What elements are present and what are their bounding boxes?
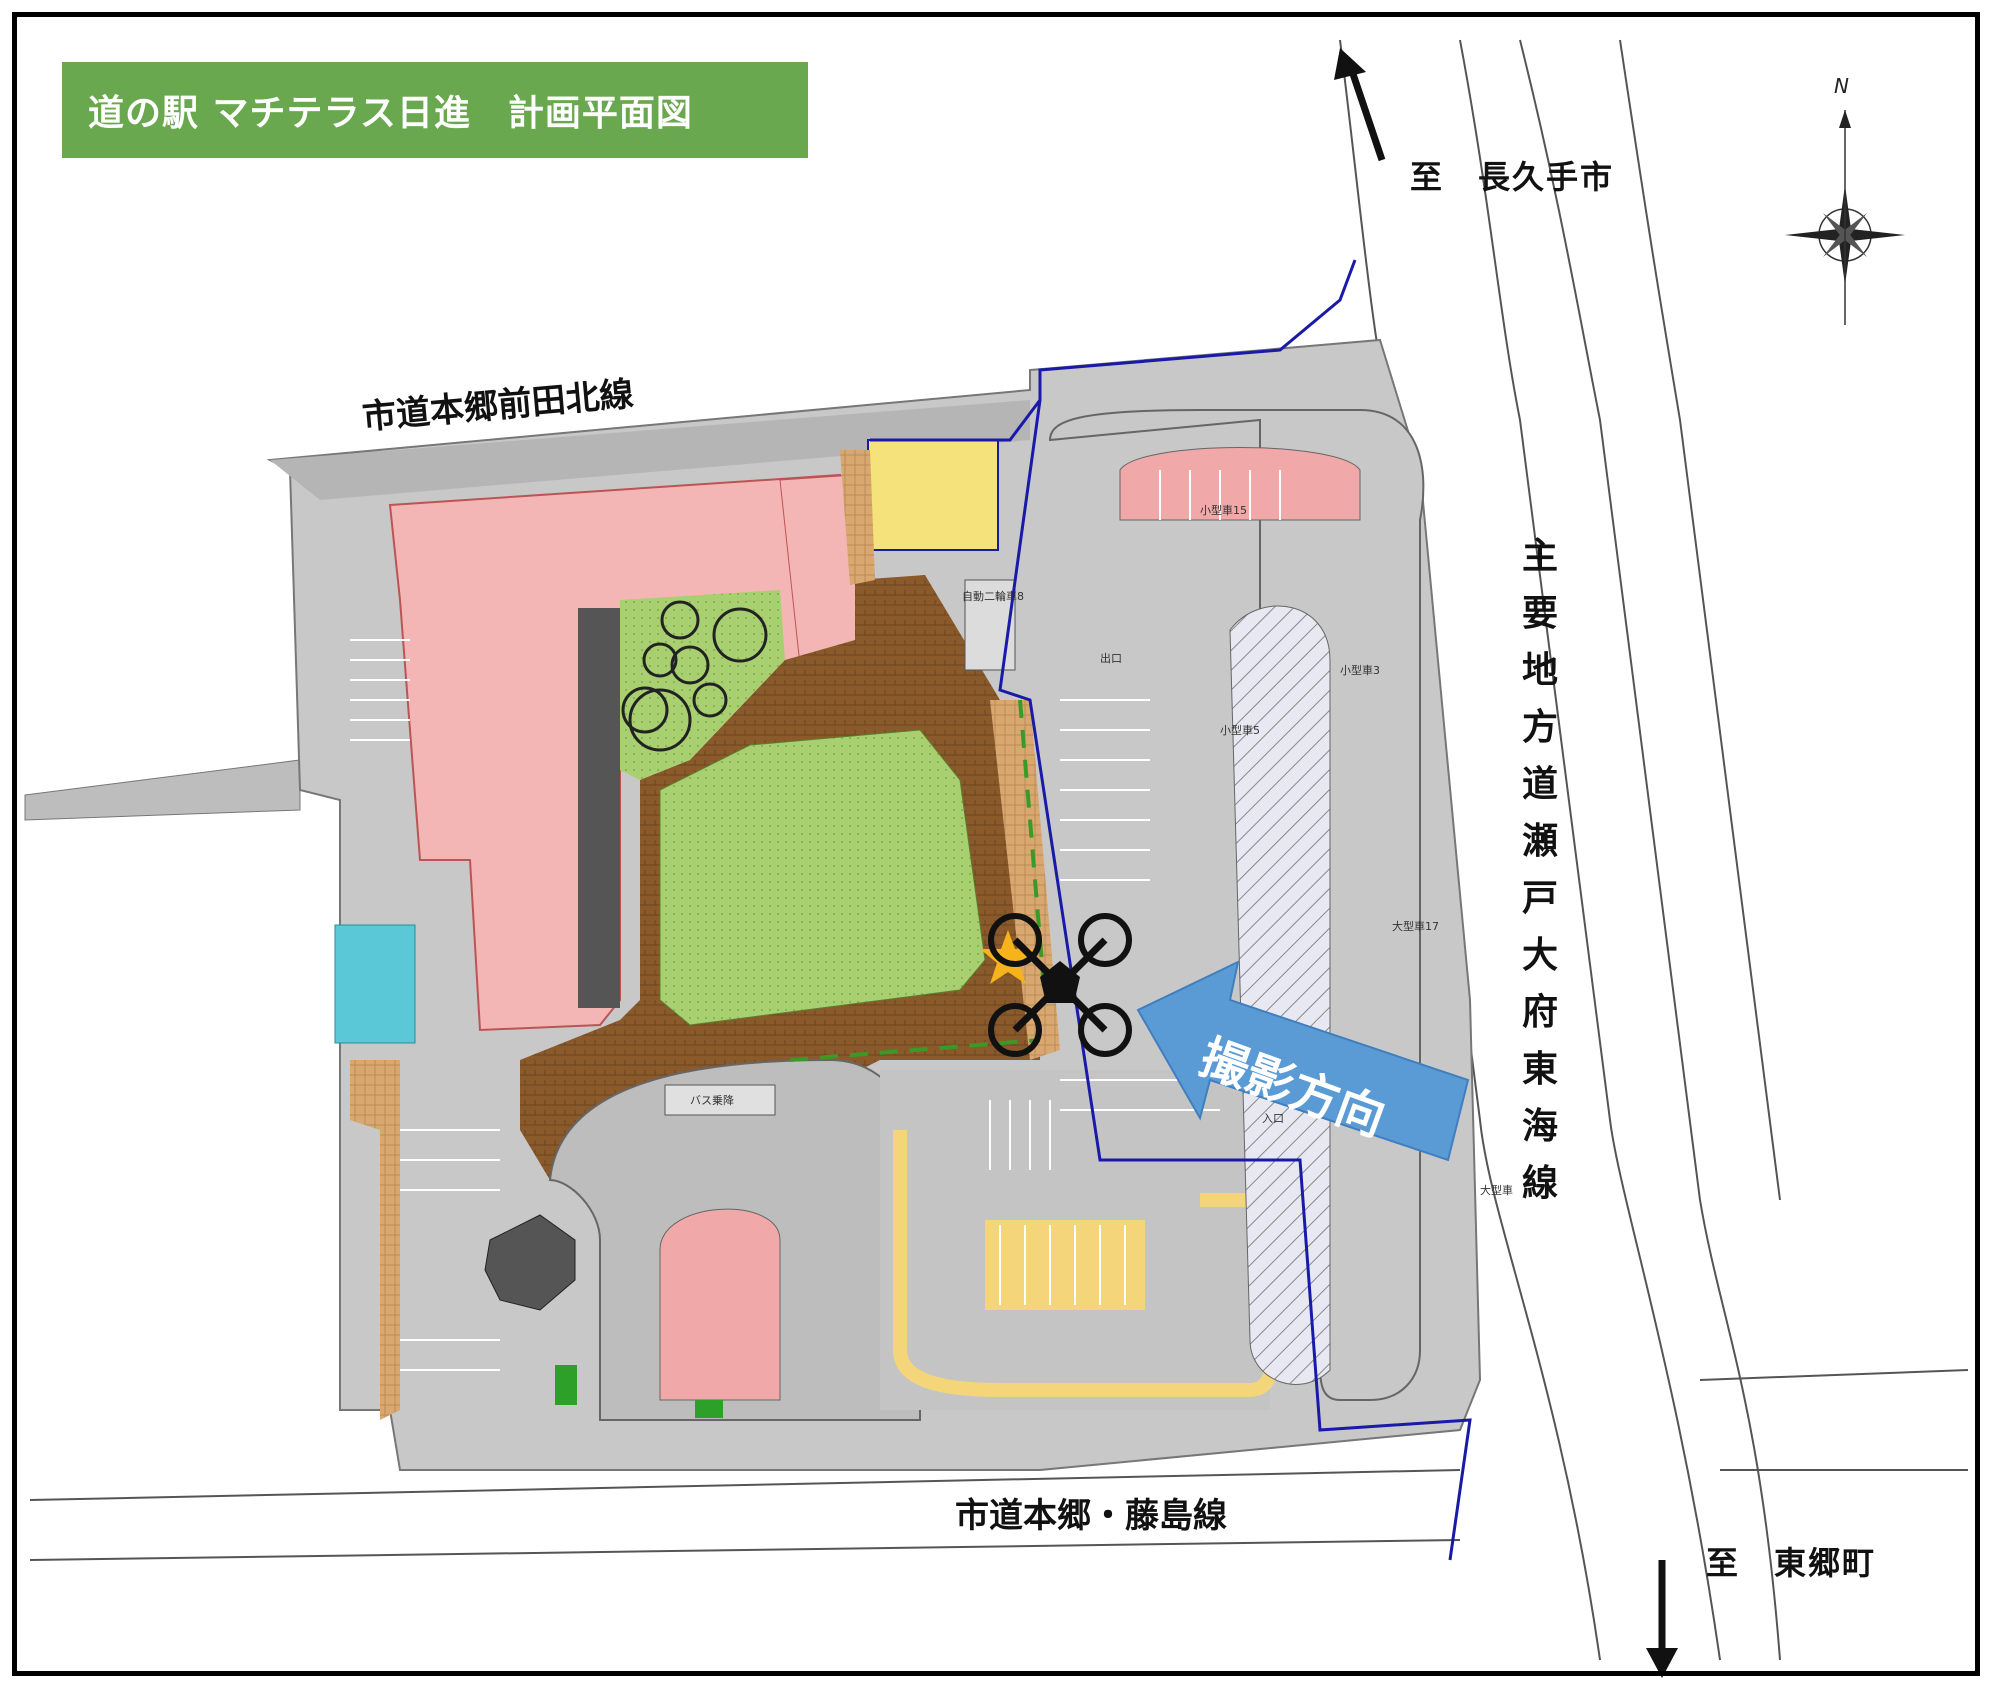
green-dash-lines [789,699,1047,1062]
motorcycle-8-label: 自動二輪車8 [962,590,1024,603]
bus-island [659,1208,781,1401]
bus-stop-area [664,1084,776,1116]
map-title: 道の駅 マチテラス日進 計画平面図 [62,62,808,158]
green-marker-1 [555,1365,577,1405]
west-access-road [24,759,301,821]
bus-stop-label: バス乗降 [690,1094,734,1107]
road-network [29,39,1969,1661]
west-walkway [350,1060,400,1420]
large-vehicle-island [1229,605,1331,1385]
compass-rose-icon [1785,110,1905,325]
south-parking-yellow [985,1220,1145,1310]
north-pointer-icon [1839,110,1851,128]
north-road-strip [270,400,1030,500]
drone-icon [988,913,1132,1057]
motorcycle-parking [964,579,1016,671]
green-marker-2 [695,1400,723,1418]
south-destination-label: 至 東郷町 [1706,1544,1877,1582]
small-car-3-label: 小型車3 [1340,664,1380,677]
large-car-17-label: 大型車17 [1392,920,1439,933]
south-arrow-icon [1646,1560,1678,1678]
north-destination-label: 至 長久手市 [1410,158,1615,196]
south-parking-stalls [989,1100,1126,1305]
building-dark-wall [578,608,620,1008]
site-boundary [870,259,1472,1561]
compass-north-letter: N [1834,74,1849,98]
south-road-label: 市道本郷・藤島線 [955,1496,1227,1536]
garden-trees [621,600,768,752]
map-frame [12,12,1980,1676]
rock-feature [484,1214,576,1311]
east-road-label: 主要地方道瀬戸大府東海線 [1521,536,1558,1204]
east-parking-island [1119,447,1361,521]
large-car-label: 大型車 [1480,1184,1513,1197]
central-lawn [659,729,986,1026]
shooting-direction-arrow-icon [1136,960,1470,1162]
small-car-5-label: 小型車5 [1220,724,1260,737]
small-car-15-label: 小型車15 [1200,504,1247,517]
pool [334,924,416,1044]
star-icon [980,930,1036,984]
west-parking-lines [350,639,500,1371]
north-arrow-icon [1334,48,1386,162]
entrance-label: 入口 [1262,1112,1284,1125]
exit-label: 出口 [1100,652,1122,665]
north-walkway [840,450,875,585]
